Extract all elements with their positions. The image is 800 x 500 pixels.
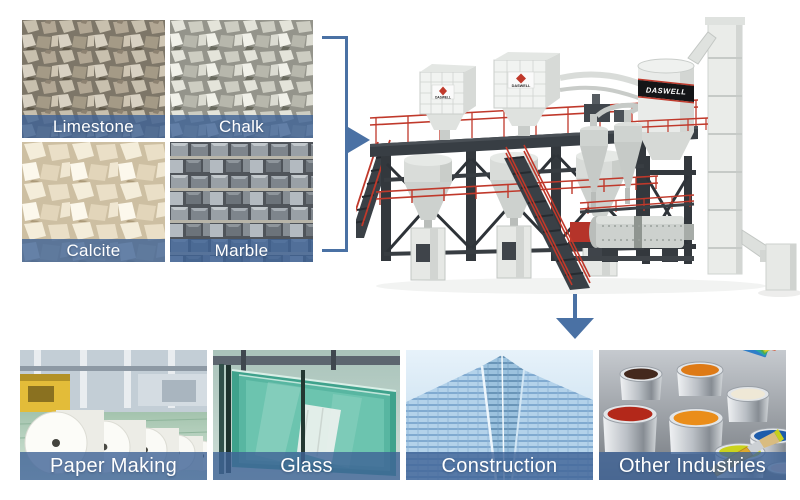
svg-text:DASWELL: DASWELL bbox=[435, 95, 451, 99]
cube-collector-1: DASWELL bbox=[419, 64, 476, 140]
material-tile-chalk: Chalk bbox=[170, 20, 313, 138]
industry-label-glass: Glass bbox=[213, 452, 400, 480]
material-tile-marble: Marble bbox=[170, 142, 313, 262]
grinding-plant-drawing: DASWELL DASWELL bbox=[356, 17, 800, 297]
color-swatch-fan bbox=[735, 350, 783, 358]
tank-silo: DASWELL bbox=[623, 58, 709, 160]
flow-arrow-down-icon bbox=[556, 318, 594, 339]
cube-collector-2: DASWELL bbox=[493, 52, 560, 136]
material-label-limestone: Limestone bbox=[22, 115, 165, 138]
cyclone-separators bbox=[580, 110, 642, 210]
svg-text:DASWELL: DASWELL bbox=[512, 84, 531, 88]
grinding-plant-illustration: DASWELL DASWELL bbox=[356, 6, 800, 298]
svg-text:DASWELL: DASWELL bbox=[646, 85, 687, 96]
material-label-marble: Marble bbox=[170, 239, 313, 262]
flow-arrow-right-icon bbox=[348, 127, 370, 153]
material-tile-limestone: Limestone bbox=[22, 20, 165, 138]
material-label-chalk: Chalk bbox=[170, 115, 313, 138]
material-tile-calcite: Calcite bbox=[22, 142, 165, 262]
industry-label-construction: Construction bbox=[406, 452, 593, 480]
material-label-calcite: Calcite bbox=[22, 239, 165, 262]
industry-tile-glass: Glass bbox=[213, 350, 400, 480]
industry-tile-construction: Construction bbox=[406, 350, 593, 480]
ball-mill bbox=[568, 216, 694, 262]
industry-label-other-industries: Other Industries bbox=[599, 452, 786, 480]
industry-tile-paper-making: Paper Making bbox=[20, 350, 207, 480]
flow-arrow-down-stem bbox=[573, 287, 577, 319]
industry-tile-other-industries: Other Industries bbox=[599, 350, 786, 480]
materials-bracket bbox=[322, 36, 348, 252]
industry-label-paper-making: Paper Making bbox=[20, 452, 207, 480]
